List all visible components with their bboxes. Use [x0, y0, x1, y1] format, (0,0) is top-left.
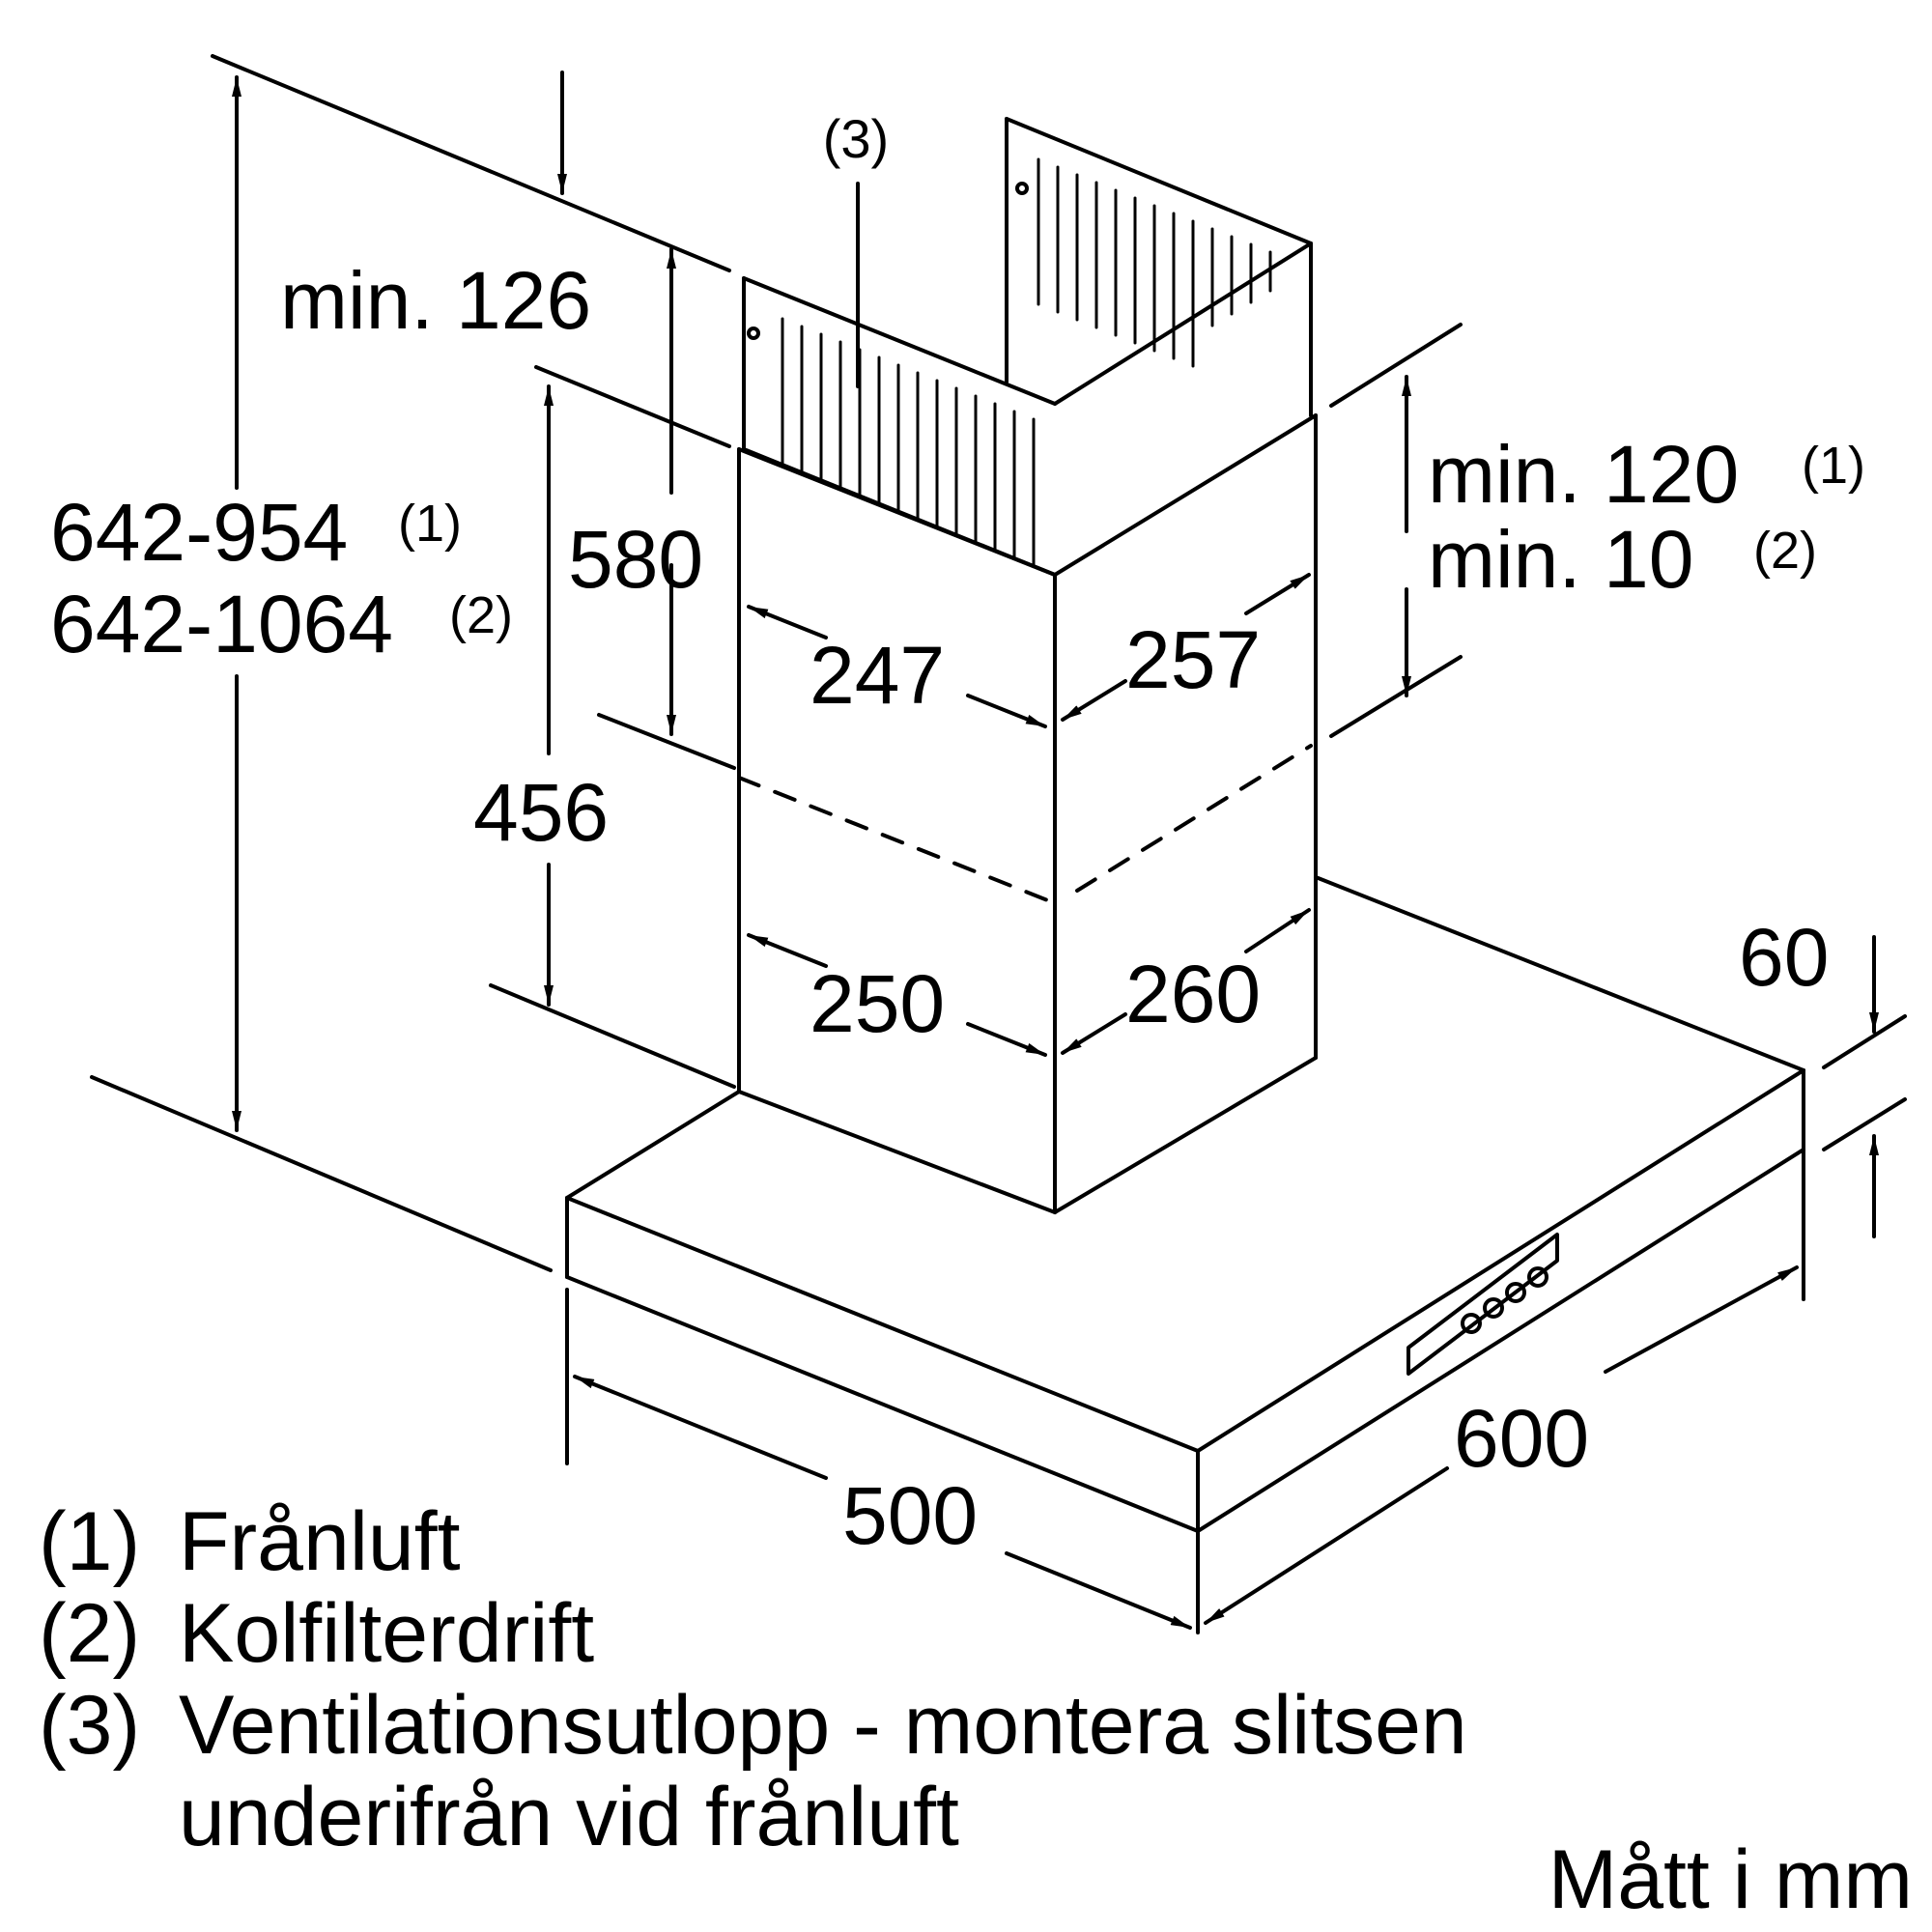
lower-depth-label: 250 [810, 958, 945, 1049]
min-top-label: min. 126 [280, 255, 591, 346]
canopy-height-label: 60 [1739, 912, 1829, 1003]
legend-number: (1) [39, 1495, 140, 1588]
control-button [1527, 1266, 1548, 1288]
legend-text: Kolfilterdrift [179, 1587, 594, 1680]
canopy-width-label: 600 [1454, 1393, 1589, 1484]
callout-3-label: (3) [823, 108, 889, 169]
lower-chimney-label: 456 [473, 767, 609, 858]
upper-width-label: 257 [1125, 614, 1261, 705]
upper-chimney-section [742, 117, 1313, 577]
legend: (1) Frånluft (2) Kolfilterdrift (3) Vent… [39, 1495, 1467, 1863]
total-height-exhaust-label: 642-954 [50, 487, 348, 578]
control-button [1461, 1313, 1482, 1334]
total-height-recirculation-note: (2) [449, 586, 513, 644]
upper-chimney-label: 580 [568, 514, 703, 605]
units-note: Mått i mm [1548, 1833, 1913, 1926]
vent-slots [781, 157, 1272, 566]
legend-number: (3) [39, 1679, 140, 1772]
dimension-arrows [232, 71, 1879, 1630]
lower-chimney-section [737, 413, 1318, 1214]
min-gap-exhaust-label: min. 120 [1428, 429, 1739, 520]
legend-text: underifrån vid frånluft [179, 1771, 959, 1863]
control-panel [1406, 1233, 1559, 1376]
legend-text: Ventilationsutlopp - montera slitsen [179, 1679, 1467, 1772]
legend-text: Frånluft [179, 1495, 461, 1588]
canopy [565, 875, 1805, 1533]
total-height-recirculation-label: 642-1064 [50, 579, 393, 669]
min-gap-exhaust-note: (1) [1802, 437, 1865, 495]
legend-number: (2) [39, 1587, 140, 1680]
upper-depth-label: 247 [810, 630, 945, 721]
control-button [1505, 1282, 1526, 1303]
min-gap-recirculation-note: (2) [1753, 522, 1817, 580]
control-button [1483, 1297, 1504, 1319]
canopy-depth-label: 500 [842, 1470, 978, 1561]
total-height-exhaust-note: (1) [398, 495, 462, 553]
lower-width-label: 260 [1125, 949, 1261, 1039]
min-gap-recirculation-label: min. 10 [1428, 514, 1693, 605]
